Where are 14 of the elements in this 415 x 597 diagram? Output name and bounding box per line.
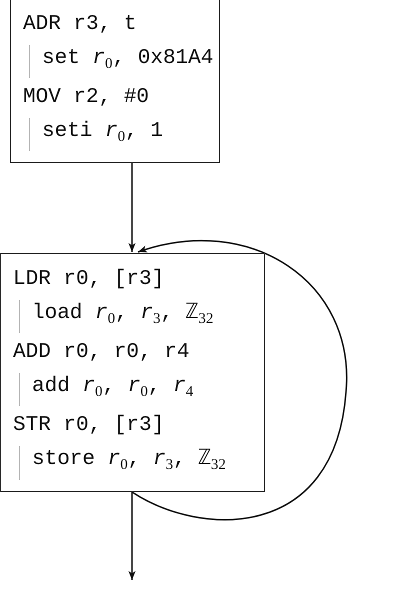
operation-text: store r$_{0}$, r$_{3}$, ℤ$_{32}$ xyxy=(19,446,254,480)
instruction-text: ADR r3, t xyxy=(23,12,138,38)
instruction-text: LDR r0, [r3] xyxy=(13,267,166,293)
code-block-box xyxy=(10,0,220,163)
instruction-text: STR r0, [r3] xyxy=(13,413,166,440)
operation-text: seti r$_{0}$, 1 xyxy=(29,118,209,152)
arrow xyxy=(128,492,136,580)
operation-text: load r$_{0}$, r$_{3}$, ℤ$_{32}$ xyxy=(19,300,254,334)
operation-text: add r$_{0}$, r$_{0}$, r$_{4}$ xyxy=(19,373,254,406)
arrow xyxy=(132,240,347,520)
instruction-text: ADD r0, r0, r4 xyxy=(13,340,190,366)
arrow xyxy=(128,163,136,252)
code-block-box xyxy=(0,253,265,492)
instruction-text: MOV r2, #0 xyxy=(23,85,150,112)
